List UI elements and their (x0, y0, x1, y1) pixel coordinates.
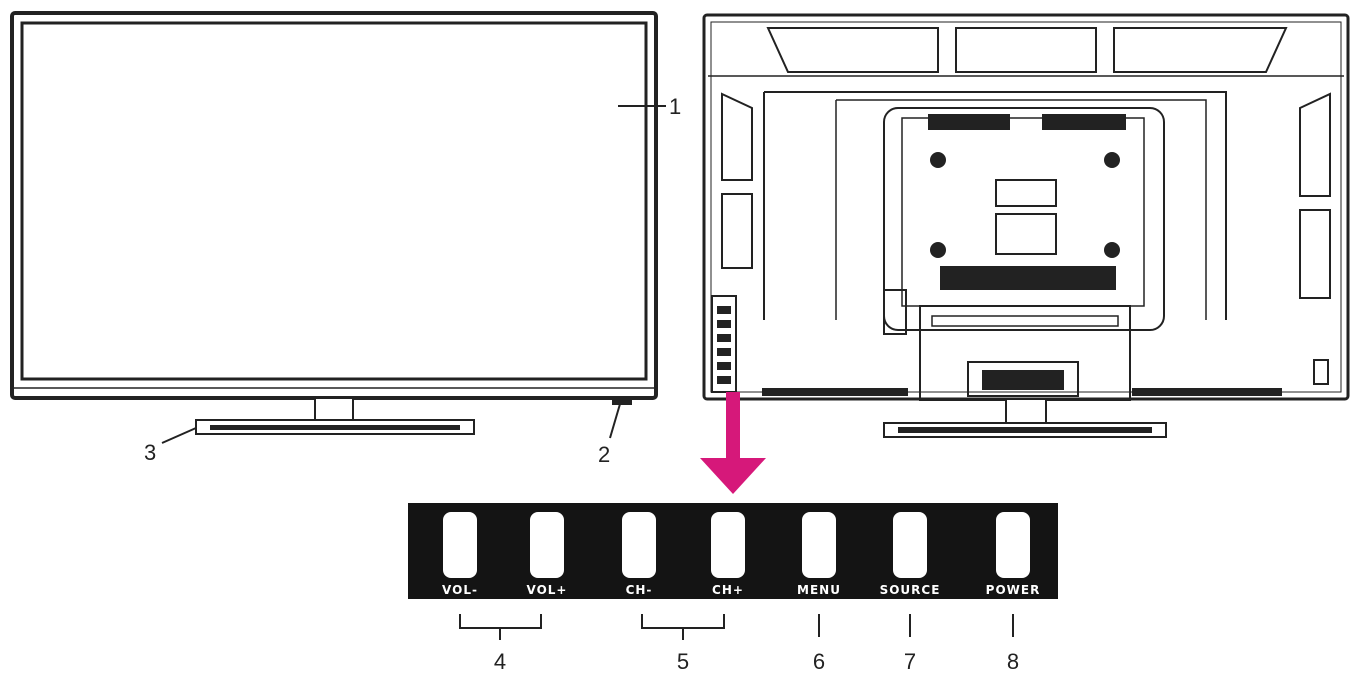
source-button[interactable] (893, 512, 927, 578)
callout-number-channel: 5 (677, 649, 689, 674)
menu-label: MENU (797, 583, 841, 597)
menu-button[interactable] (802, 512, 836, 578)
bracket-volume (459, 614, 542, 629)
callout-number-menu: 6 (813, 649, 825, 674)
ch-plus-button[interactable] (711, 512, 745, 578)
ch-minus-button[interactable] (622, 512, 656, 578)
power-label: POWER (986, 583, 1041, 597)
power-button[interactable] (996, 512, 1030, 578)
rear-side-control-strip (711, 295, 737, 393)
tv-screen (20, 21, 648, 381)
source-label: SOURCE (880, 583, 941, 597)
callout-line-indicator (609, 403, 621, 439)
callout-number-source: 7 (904, 649, 916, 674)
callout-number-screen: 1 (669, 94, 681, 119)
pointer-arrow (700, 392, 766, 494)
tv-stand-neck (314, 397, 354, 421)
vol-minus-button[interactable] (443, 512, 477, 578)
callout-line-stand (161, 427, 197, 444)
vol-plus-label: VOL+ (527, 583, 568, 597)
vol-minus-label: VOL- (442, 583, 478, 597)
callout-number-volume: 4 (494, 649, 506, 674)
control-button-panel: VOL- VOL+ CH- CH+ MENU SOURCE POWER (408, 503, 1058, 599)
power-indicator-light (612, 398, 632, 405)
tv-front-view (10, 11, 658, 435)
ch-plus-label: CH+ (712, 583, 744, 597)
callout-number-power: 8 (1007, 649, 1019, 674)
tv-rear-view (702, 13, 1350, 438)
bracket-channel (641, 614, 725, 629)
tv-stand-base (195, 419, 475, 435)
ch-minus-label: CH- (626, 583, 653, 597)
vol-plus-button[interactable] (530, 512, 564, 578)
callout-number-stand: 3 (144, 440, 156, 465)
callout-number-power-indicator: 2 (598, 442, 610, 467)
